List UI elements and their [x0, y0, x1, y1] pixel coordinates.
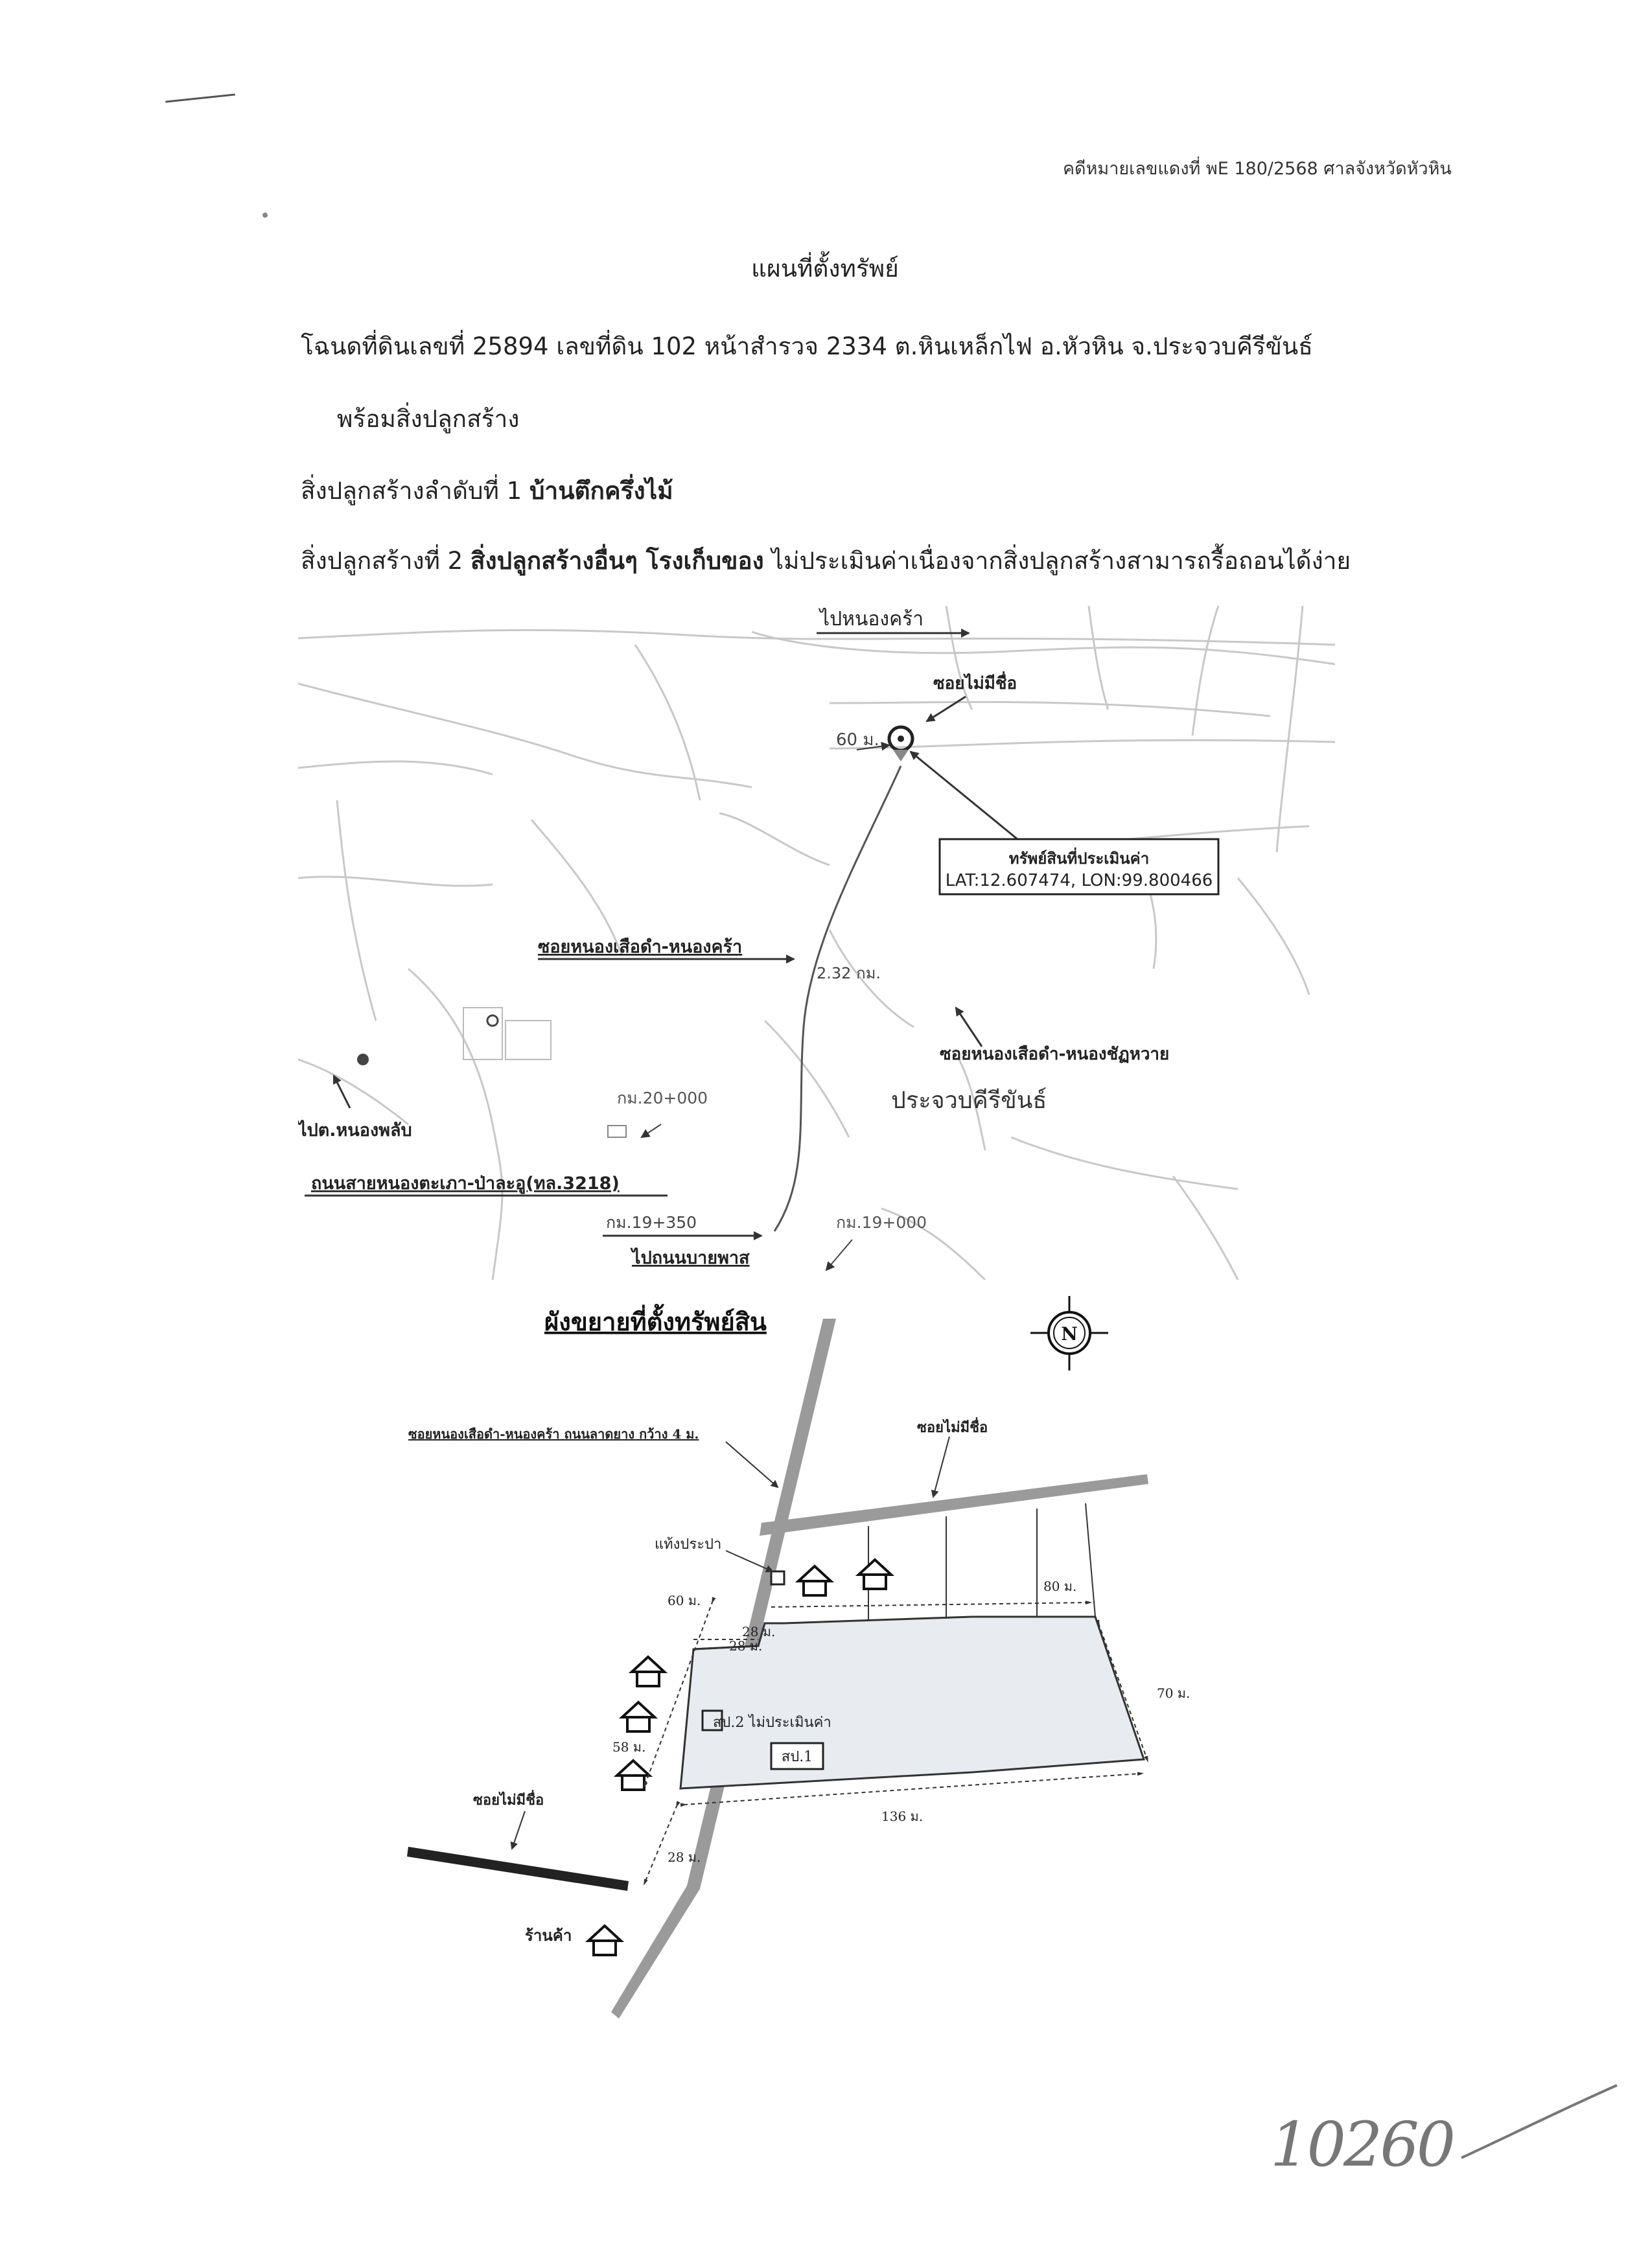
- label-unnamed-soi: ซอยไม่มีชื่อ: [933, 671, 1017, 693]
- house-icon: [855, 1558, 895, 1590]
- water-tank-icon: [770, 1570, 785, 1586]
- label-structure-2: สป.2 ไม่ประเมินค่า: [713, 1714, 831, 1731]
- label-dist-28m-c: 28 ม.: [668, 1849, 701, 1865]
- handwritten-number: 10260: [1270, 2109, 1456, 2181]
- structure-2-value: สิ่งปลูกสร้างอื่นๆ โรงเก็บของ: [470, 547, 764, 575]
- asset-box-title: ทรัพย์สินที่ประเมินค่า: [1009, 847, 1149, 868]
- label-km-20: กม.20+000: [617, 1089, 708, 1107]
- dimension-lines: [644, 1597, 1148, 1886]
- structure-1-box: [770, 1742, 824, 1770]
- structure-1-value: บ้านตึกครึ่งไม้: [529, 477, 673, 505]
- structure-2-line: สิ่งปลูกสร้างที่ 2 สิ่งปลูกสร้างอื่นๆ โร…: [301, 542, 1351, 580]
- label-dist-28m-b: 28 ม.: [729, 1638, 762, 1654]
- label-dist-2-32km: 2.32 กม.: [817, 964, 881, 982]
- house-icon: [628, 1655, 668, 1687]
- label-to-nong-khra: ไปหนองคร้า: [819, 607, 924, 631]
- label-to-bypass: ไปถนนบายพาส: [630, 1247, 750, 1268]
- asset-box: [938, 838, 1220, 896]
- shop-house-icon: [585, 1924, 625, 1956]
- label-unnamed-soi-left: ซอยไม่มีชื่อ: [473, 1789, 544, 1809]
- page-title: แผนที่ตั้งทรัพย์: [751, 255, 899, 283]
- asset-callout-arrow: [909, 750, 1018, 840]
- structure-2-box: [701, 1709, 723, 1731]
- label-dist-60m: 60 ม.: [668, 1593, 701, 1608]
- location-pin-icon: [887, 725, 914, 761]
- label-dist-136m: 136 ม.: [881, 1809, 923, 1824]
- route-line: [773, 765, 902, 1232]
- route-shield-icon: [607, 1125, 627, 1138]
- scan-mark: [165, 93, 235, 103]
- label-km-19-350: กม.19+350: [606, 1213, 697, 1232]
- label-structure-1: สป.1: [782, 1749, 813, 1765]
- label-soi-nong-chat-wai: ซอยหนองเสือดำ-หนองชัฏหวาย: [940, 1045, 1169, 1064]
- arrow-km-19-000: [825, 1239, 853, 1271]
- label-to-nong-phlap: ไปต.หนองพลับ: [298, 1120, 412, 1140]
- village-block: [463, 1007, 552, 1060]
- structure-2-label: สิ่งปลูกสร้างที่ 2: [301, 547, 471, 575]
- main-road: [611, 1319, 836, 2019]
- structure-2-note: ไม่ประเมินค่าเนื่องจากสิ่งปลูกสร้างสามาร…: [763, 547, 1351, 575]
- label-dist-80m: 80 ม.: [1043, 1579, 1076, 1594]
- label-unnamed-soi-right: ซอยไม่มีชื่อ: [917, 1417, 988, 1436]
- house-icon: [613, 1759, 653, 1791]
- arrow-unnamed-soi-left: [510, 1811, 526, 1850]
- plot-dividers: [868, 1503, 1096, 1620]
- case-number: คดีหมายเลขแดงที่ พE 180/2568 ศาลจังหวัดห…: [1063, 159, 1452, 179]
- handwritten-stroke: [1461, 2084, 1618, 2159]
- label-shop: ร้านค้า: [525, 1926, 572, 1945]
- label-soi-nong-suea-dam-nong-khra: ซอยหนองเสือดำ-หนองคร้า: [538, 937, 742, 957]
- arrow-unnamed-soi-right: [931, 1436, 950, 1498]
- arrow-water-tank: [725, 1550, 774, 1573]
- scan-dot: [262, 213, 268, 218]
- label-dist-60m: 60 ม.: [836, 730, 879, 750]
- with-structures: พร้อมสิ่งปลูกสร้าง: [337, 405, 520, 433]
- structure-1-label: สิ่งปลูกสร้างลำดับที่ 1: [301, 477, 529, 505]
- label-road: ซอยหนองเสือดำ-หนองคร้า ถนนลาดยาง กว้าง 4…: [408, 1426, 699, 1442]
- label-dist-28m-a: 28 ม.: [742, 1624, 775, 1639]
- arrow-road: [725, 1441, 779, 1488]
- arrow-to-nong-phlap: [332, 1074, 351, 1109]
- house-icon: [795, 1564, 835, 1597]
- plan-title: ผังขยายที่ตั้งทรัพย์สิน: [544, 1304, 767, 1336]
- label-main-road: ถนนสายหนองตะเภา-ป่าละอู(ทล.3218): [311, 1174, 620, 1194]
- label-km-19-000: กม.19+000: [836, 1213, 927, 1232]
- asset-box-coords: LAT:12.607474, LON:99.800466: [946, 871, 1213, 890]
- nong-phlap-dot-icon: [357, 1054, 369, 1065]
- arrow-km-20: [640, 1124, 662, 1139]
- label-water-tank: แท้งประปา: [655, 1536, 721, 1553]
- house-icon: [618, 1700, 658, 1733]
- compass-icon: N: [1030, 1296, 1108, 1371]
- label-dist-70m: 70 ม.: [1157, 1685, 1190, 1701]
- label-dist-58m: 58 ม.: [612, 1739, 645, 1755]
- label-province: ประจวบคีรีขันธ์: [891, 1087, 1047, 1114]
- unnamed-soi-right-road: [760, 1474, 1148, 1536]
- arrow-60m: [856, 741, 890, 751]
- site-plan: ผังขยายที่ตั้งทรัพย์สิน N แท้งประปา: [407, 1296, 1190, 2019]
- arrow-soi-nong-chat: [955, 1006, 983, 1047]
- arrow-unnamed-soi: [925, 695, 966, 723]
- deed-line: โฉนดที่ดินเลขที่ 25894 เลขที่ดิน 102 หน้…: [301, 332, 1313, 360]
- unnamed-soi-left-road: [407, 1847, 629, 1891]
- compass-letter: N: [1061, 1323, 1078, 1345]
- location-map: ทรัพย์สินที่ประเมินค่า LAT:12.607474, LO…: [298, 606, 1335, 1280]
- structure-1-line: สิ่งปลูกสร้างลำดับที่ 1 บ้านตึกครึ่งไม้: [301, 472, 673, 510]
